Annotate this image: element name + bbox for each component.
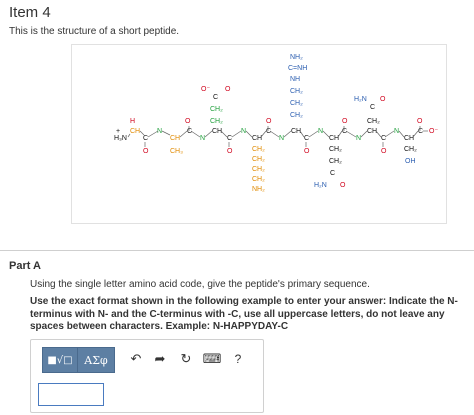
asn-alpha-ch: CH: [367, 128, 377, 135]
peptide-structure-svg: H₃N + H CH C O N CH CH₃ C O N CH CH₂ CH₂…: [114, 54, 438, 193]
glu-ch2-2: CH₂: [210, 106, 223, 113]
lys-carbonyl-o: O: [266, 118, 272, 125]
lys-side-chain: CH₂ CH₂ CH₂ CH₂ NH₂: [252, 146, 265, 193]
c-terminus-c: C: [418, 128, 423, 135]
gln-n: N: [318, 128, 323, 135]
answer-input[interactable]: [38, 383, 104, 406]
item-title: Item 4: [9, 4, 51, 21]
ser-n: N: [394, 128, 399, 135]
glu-ch2-1: CH₂: [210, 118, 223, 125]
gly-n: N: [157, 128, 162, 135]
arg-side-chain: NH₂ C=NH NH CH₂ CH₂ CH₂: [288, 54, 307, 119]
keyboard-icon[interactable]: ⌨: [202, 351, 222, 366]
glu-carbonyl-o: O: [227, 148, 233, 155]
h-label: H: [130, 118, 135, 125]
n-terminus-label: H₃N: [114, 135, 127, 142]
redo-icon[interactable]: ➦: [154, 351, 166, 366]
arg-ch2-1: CH₂: [290, 88, 303, 95]
lys-ch2-3: CH₂: [252, 166, 265, 173]
arg-nh2: NH₂: [290, 54, 303, 61]
gln-alpha-ch: CH: [329, 135, 339, 142]
arg-n: N: [279, 135, 284, 142]
lys-ch2-1: CH₂: [252, 146, 265, 153]
gln-carbonyl-c: C: [342, 128, 347, 135]
asn-side-c: C: [370, 104, 375, 111]
lys-nh2: NH₂: [252, 186, 265, 193]
gln-ch2-1: CH₂: [329, 146, 342, 153]
glu-side-o-minus: O⁻: [201, 86, 210, 93]
arg-carbonyl-o: O: [304, 148, 310, 155]
glu-alpha-ch: CH: [212, 128, 222, 135]
question-text: Using the single letter amino acid code,…: [30, 279, 370, 290]
gln-carbonyl-o: O: [342, 118, 348, 125]
ala-alpha-ch: CH: [130, 128, 140, 135]
glu-side-chain: CH₂ CH₂: [210, 106, 223, 125]
arg-c-nh: C=NH: [288, 65, 307, 72]
lys-ch2-2: CH₂: [252, 156, 265, 163]
ser-ch2: CH₂: [404, 146, 417, 153]
arg-nh: NH: [290, 76, 300, 83]
gln-ch2-2: CH₂: [329, 158, 342, 165]
asn-n: N: [356, 135, 361, 142]
ser-oh: OH: [405, 158, 416, 165]
arg-carbonyl-c: C: [304, 135, 309, 142]
templates-button[interactable]: ■√□: [42, 347, 78, 373]
lys-n: N: [241, 128, 246, 135]
gln-side-nh2: H₂N: [314, 182, 327, 189]
lys-alpha-ch: CH: [252, 135, 262, 142]
gln-side-c: C: [330, 170, 335, 177]
lys-carbonyl-c: C: [266, 128, 271, 135]
arg-ch2-3: CH₂: [290, 112, 303, 119]
gln-side-o: O: [340, 182, 346, 189]
gly-c: C: [187, 128, 192, 135]
item-description: This is the structure of a short peptide…: [9, 26, 180, 37]
answer-instructions: Use the exact format shown in the follow…: [30, 296, 458, 332]
section-divider: [0, 250, 474, 251]
arg-ch2-2: CH₂: [290, 100, 303, 107]
symbols-button[interactable]: AΣφ: [77, 347, 115, 373]
asn-side-o: O: [380, 96, 386, 103]
glu-side-o: O: [225, 86, 231, 93]
gly-ch: CH: [170, 135, 180, 142]
c-terminus-o-minus: O⁻: [429, 128, 438, 135]
lys-ch2-4: CH₂: [252, 176, 265, 183]
peptide-structure-figure: H₃N + H CH C O N CH CH₃ C O N CH CH₂ CH₂…: [71, 44, 447, 224]
asn-ch2: CH₂: [367, 118, 380, 125]
gln-side-chain: CH₂ CH₂: [329, 146, 342, 165]
n-terminus-charge: +: [116, 128, 120, 135]
help-icon[interactable]: ?: [234, 352, 242, 366]
ser-alpha-ch: CH: [404, 135, 414, 142]
asn-carbonyl-c: C: [381, 135, 386, 142]
arg-alpha-ch: CH: [291, 128, 301, 135]
glu-n: N: [200, 135, 205, 142]
math-toolbar: ■√□ AΣφ ↶ ➦ ↻ ⌨ ?: [31, 340, 263, 380]
ala-carbonyl-c: C: [143, 135, 148, 142]
backbone-bonds: [127, 126, 428, 147]
ala-carbonyl-o: O: [143, 148, 149, 155]
asn-side-nh2: H₂N: [354, 96, 367, 103]
part-title: Part A: [9, 260, 41, 272]
c-terminus-o: O: [417, 118, 423, 125]
glu-carbonyl-c: C: [227, 135, 232, 142]
answer-panel: ■√□ AΣφ ↶ ➦ ↻ ⌨ ?: [30, 339, 264, 413]
gly-o: O: [185, 118, 191, 125]
asn-carbonyl-o: O: [381, 148, 387, 155]
reset-icon[interactable]: ↻: [180, 351, 192, 366]
glu-side-c: C: [213, 94, 218, 101]
gly-ch3: CH₃: [170, 148, 183, 155]
undo-icon[interactable]: ↶: [130, 351, 142, 366]
